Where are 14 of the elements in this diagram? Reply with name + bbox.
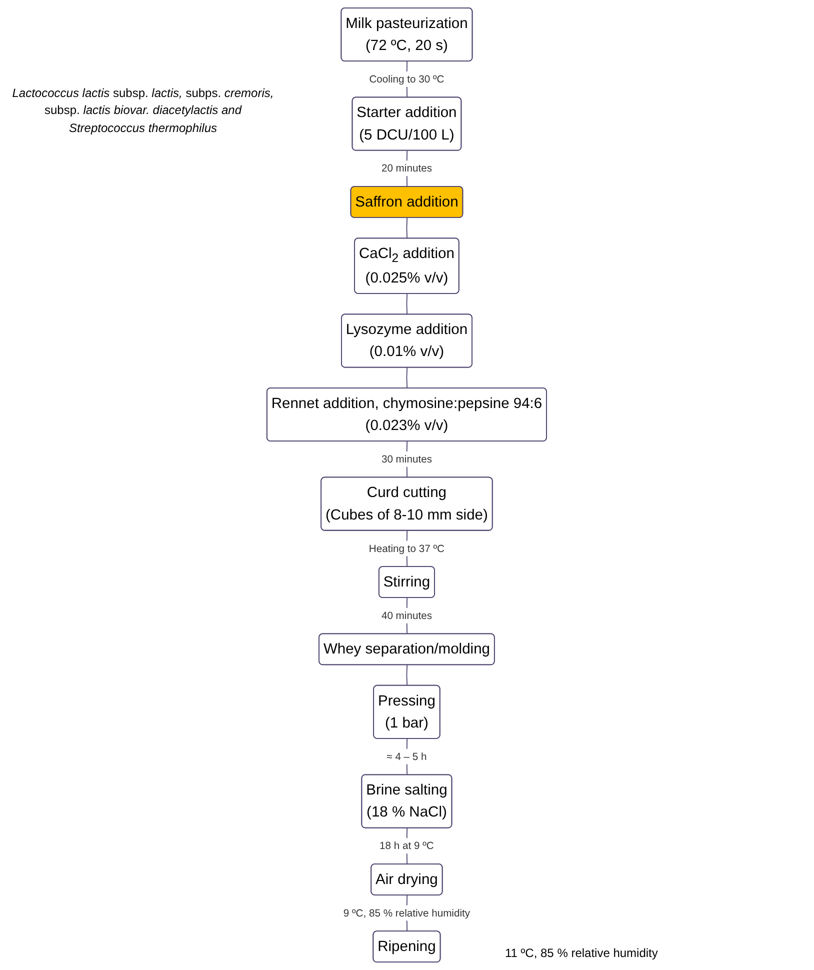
edge-label: ≈ 4 – 5 h [386, 750, 428, 762]
connector [406, 664, 408, 686]
edge-label: 18 h at 9 ºC [380, 840, 434, 852]
connector [406, 367, 408, 389]
edge-label: 9 ºC, 85 % relative humidity [344, 906, 470, 919]
edge-label: 20 minutes [382, 162, 432, 174]
edge-label: 40 minutes [382, 609, 432, 622]
edge-label: Cooling to 30 ºC [370, 72, 444, 85]
species-note: Lactococcus lactis subsp. lactis, subps. cremoris, subsp. lactis biovar. diacetylactis and Streptococcus thermophilus [11, 85, 275, 137]
connector [406, 293, 408, 315]
edge-label: 30 minutes [382, 452, 432, 465]
edge-label: Heating to 37 ºC [369, 542, 445, 554]
connector [406, 217, 408, 239]
condition-note: 11 ºC, 85 % relative humidity [505, 946, 658, 960]
